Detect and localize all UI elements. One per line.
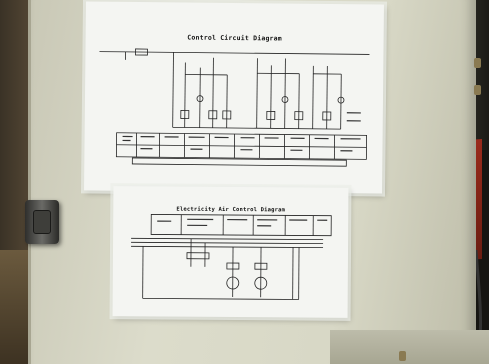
air-control-diagram: Electricity Air Control Diagram [112, 186, 349, 318]
hinge [474, 58, 481, 68]
hinge [474, 85, 481, 95]
control-circuit-diagram: Control Circuit Diagram [84, 1, 384, 194]
hinge [399, 351, 406, 361]
latch-knob[interactable] [33, 210, 51, 234]
control-schematic [99, 48, 370, 167]
air-schematic [131, 214, 332, 300]
floor-reflection [330, 330, 489, 364]
door-latch[interactable] [25, 200, 59, 244]
